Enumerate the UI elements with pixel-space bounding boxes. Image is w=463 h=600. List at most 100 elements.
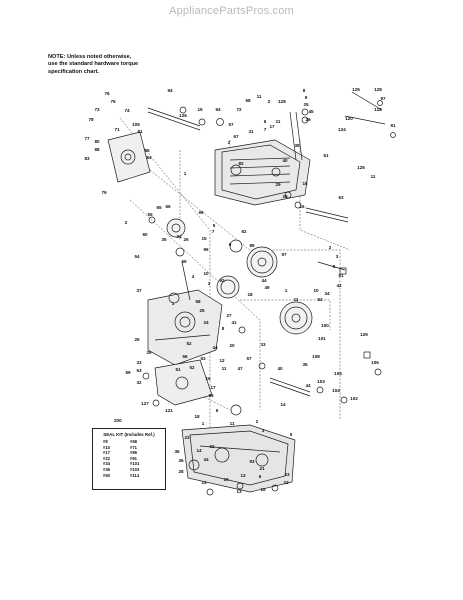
left-cover-plate <box>107 131 151 183</box>
part-callout: 108 <box>312 354 320 359</box>
part-callout: 91 <box>390 123 396 128</box>
part-callout: 96 <box>203 247 209 252</box>
part-callout: 61 <box>338 273 344 278</box>
part-callout: 36 <box>174 449 180 454</box>
part-callout: 104 <box>332 388 340 393</box>
part-callout: 120 <box>345 116 353 121</box>
seal-kit-ref: #17 <box>103 450 110 456</box>
part-callout: 97 <box>380 96 386 101</box>
part-callout: 6 <box>264 119 267 124</box>
part-callout: 121 <box>165 408 173 413</box>
part-callout: 5 <box>290 432 293 437</box>
note-line: NOTE: Unless noted otherwise, <box>48 54 132 60</box>
part-callout: 97 <box>281 252 287 257</box>
part-callout: 37 <box>136 288 142 293</box>
seal-kit-ref: #86 <box>130 450 137 456</box>
part-callout: 72 <box>236 107 242 112</box>
part-callout: 23 <box>184 435 190 440</box>
part-callout: 35 <box>302 362 308 367</box>
part-callout: 57 <box>246 356 252 361</box>
part-callout: 84 <box>146 155 152 160</box>
part-callout: 102 <box>350 396 358 401</box>
part-callout: 1 <box>172 301 175 306</box>
part-callout: 56 <box>182 354 188 359</box>
part-callout: 3 <box>262 428 265 433</box>
center-case <box>147 289 223 366</box>
part-callout: 94 <box>215 107 221 112</box>
part-callout: 26 <box>183 237 189 242</box>
part-callout: 83 <box>84 156 90 161</box>
seal-kit-ref: #36 <box>103 466 110 472</box>
part-callout: 21 <box>259 466 265 471</box>
part-callout: 10 <box>203 271 209 276</box>
part-callout: 52 <box>186 341 192 346</box>
part-callout: 17 <box>269 124 275 129</box>
part-callout: 31 <box>248 129 254 134</box>
part-callout: 3 <box>336 254 339 259</box>
part-callout: 8 <box>222 326 225 331</box>
part-callout: 92 <box>219 278 225 283</box>
part-callout: 40 <box>277 366 283 371</box>
part-callout: 118 <box>374 107 382 112</box>
part-callout: 61 <box>323 153 329 158</box>
part-callout: 2 <box>125 220 128 225</box>
part-callout: 125 <box>352 87 360 92</box>
part-callout: 34 <box>203 457 209 462</box>
seal-kit-ref: #50 <box>103 472 110 478</box>
part-callout: 44 <box>212 345 218 350</box>
part-callout: 35 <box>178 458 184 463</box>
part-callout: 94 <box>167 88 173 93</box>
lower-housing <box>181 424 296 493</box>
part-callout: 29 <box>305 117 311 122</box>
part-callout: 101 <box>318 336 326 341</box>
part-callout: 33 <box>136 360 142 365</box>
part-callout: 69 <box>181 259 187 264</box>
part-callout: 65 <box>156 205 162 210</box>
part-callout: 19 <box>223 477 229 482</box>
part-callout: 11 <box>222 366 227 371</box>
part-callout: 49 <box>264 285 270 290</box>
part-callout: 25 <box>303 102 309 107</box>
seal-kit-ref: #8 <box>103 439 108 444</box>
part-callout: 66 <box>165 204 171 209</box>
part-callout: 124 <box>338 127 346 132</box>
pump-block <box>154 359 213 406</box>
part-callout: 67 <box>233 134 239 139</box>
part-callout: 9 <box>305 95 308 100</box>
part-callout: 29 <box>275 182 281 187</box>
part-callout: 59 <box>125 370 131 375</box>
part-callout: 6 <box>229 242 232 247</box>
part-callout: 6 <box>216 408 219 413</box>
part-callout: 18 <box>194 414 200 419</box>
part-callout: 51 <box>175 367 181 372</box>
part-callout: 7 <box>212 229 215 234</box>
torque-note: NOTE: Unless noted otherwise, use the st… <box>48 54 138 76</box>
part-callout: 99 <box>198 210 204 215</box>
part-callout: 11 <box>294 297 299 302</box>
part-callout: 88 <box>94 147 100 152</box>
part-callout: 6 <box>259 474 262 479</box>
part-callout: 14 <box>280 402 286 407</box>
part-callout: 25 <box>199 308 205 313</box>
part-callout: 33 <box>260 342 266 347</box>
part-callout: 24 <box>203 320 209 325</box>
part-callout: 105 <box>334 371 342 376</box>
part-callout: 105 <box>132 122 140 127</box>
part-callout: 28 <box>178 469 184 474</box>
seal-kit-box: SEAL KIT (Includes Ref.) #8#68#10#71#17#… <box>92 428 166 490</box>
part-callout: 15 <box>201 236 207 241</box>
part-callout: 127 <box>141 401 149 406</box>
part-callout: 4 <box>192 274 195 279</box>
seal-kit-ref: #68 <box>130 439 137 444</box>
part-callout: 11 <box>230 421 235 426</box>
part-callout: 14 <box>201 480 207 485</box>
part-callout: 3 <box>208 281 211 286</box>
seal-kit-ref: #34 <box>103 461 110 467</box>
part-callout: 52 <box>189 365 195 370</box>
seal-kit-ref: #22 <box>103 455 110 461</box>
part-callout: 23 <box>284 472 290 477</box>
part-callout: 55 <box>147 212 153 217</box>
